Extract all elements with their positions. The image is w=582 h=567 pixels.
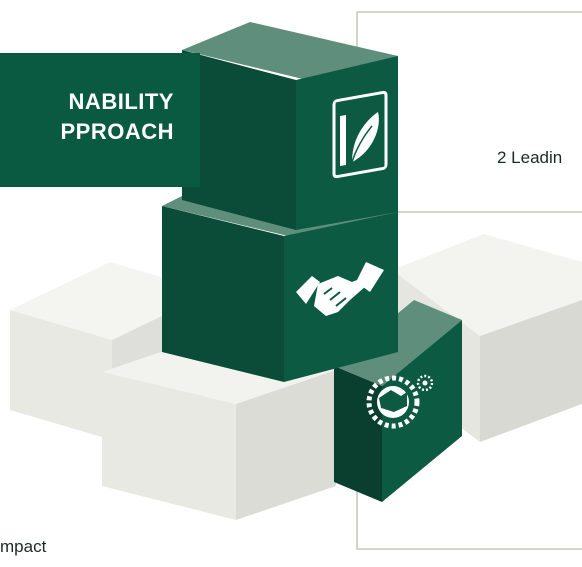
title-line-2: PPROACH: [60, 119, 174, 144]
callout-top-right: 2 Leadin: [497, 148, 563, 167]
connector-bottom: [356, 490, 582, 550]
leaf-document-icon: [332, 90, 388, 179]
connector-lines: [356, 11, 582, 550]
handshake-icon: [296, 262, 384, 316]
connector-top: [356, 11, 582, 55]
ghost-block-front: [102, 338, 336, 520]
cube-top: [182, 22, 398, 230]
title-banner: NABILITY PPROACH: [0, 53, 200, 187]
gear-globe-icon: [366, 374, 434, 429]
title-line-1: NABILITY: [68, 89, 174, 114]
callout-bottom-left: mpact: [0, 537, 47, 556]
